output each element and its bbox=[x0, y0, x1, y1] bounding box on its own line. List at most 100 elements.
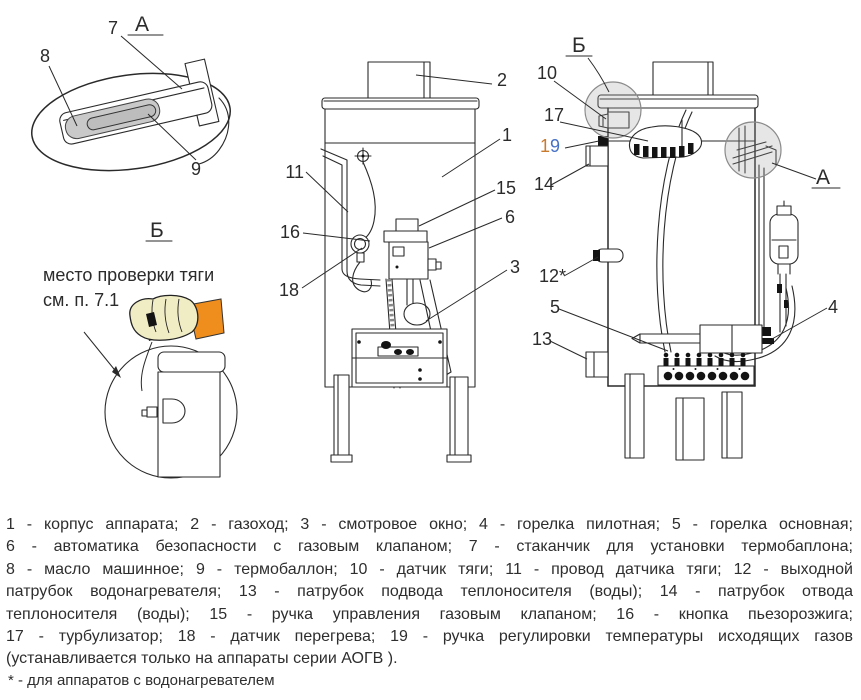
draft-sensor-screw bbox=[354, 147, 372, 165]
leader-zone-b bbox=[587, 57, 610, 93]
zone-circle-a bbox=[724, 121, 782, 179]
gas-valve-assembly bbox=[383, 218, 442, 280]
callout-5: 5 bbox=[550, 297, 560, 317]
draft-hole-nub bbox=[146, 406, 158, 418]
leader-14 bbox=[550, 163, 590, 186]
viewing-window bbox=[403, 302, 431, 326]
valve-dot bbox=[395, 265, 399, 269]
callout-19: 19 bbox=[540, 136, 560, 156]
turbulator bbox=[628, 119, 703, 159]
leader-zone-a bbox=[771, 162, 817, 180]
leader-4 bbox=[771, 307, 828, 340]
leader-16 bbox=[302, 232, 371, 242]
valve-detail bbox=[392, 246, 405, 257]
detail-b-title: Б bbox=[150, 219, 164, 242]
callout-18: 18 bbox=[279, 280, 299, 300]
side-legs bbox=[624, 373, 743, 461]
callout-4: 4 bbox=[828, 297, 838, 317]
leader-18 bbox=[301, 247, 363, 289]
detail-a-title: А bbox=[135, 13, 149, 36]
leader-19 bbox=[564, 140, 600, 149]
arrow-head-icon bbox=[112, 366, 121, 378]
draft-sensor bbox=[598, 111, 630, 129]
zone-b-title: Б bbox=[572, 34, 586, 57]
pilot-burner-base bbox=[760, 338, 774, 344]
callout-12: 12* bbox=[539, 266, 566, 286]
top-cap bbox=[321, 97, 480, 110]
legend-line: (устанавливается только на аппараты сери… bbox=[6, 650, 398, 668]
burner-ports bbox=[663, 368, 750, 381]
outlet-pipe-14 bbox=[585, 145, 609, 167]
pilot-burner-assembly bbox=[714, 200, 799, 363]
legend-line: патрубок водонагревателя; 13 - патрубок … bbox=[6, 583, 853, 601]
main-burner bbox=[657, 352, 755, 386]
bottom-panel bbox=[351, 328, 448, 388]
leader-9 bbox=[147, 113, 197, 161]
wire-bracket-inner bbox=[322, 155, 381, 281]
thermoballoon bbox=[86, 104, 157, 131]
legend-line: 8 - масло машинное; 9 - термобаллон; 10 … bbox=[6, 560, 853, 578]
callout-10: 10 bbox=[537, 63, 557, 83]
thermo-cup-assembly bbox=[59, 58, 220, 145]
leader-7 bbox=[120, 35, 183, 90]
burner-bracket-box bbox=[699, 324, 763, 354]
glove bbox=[129, 294, 199, 341]
callout-9: 9 bbox=[191, 159, 201, 179]
apparatus-top-band bbox=[157, 351, 226, 373]
callout-19-digit2: 9 bbox=[550, 136, 560, 156]
callout-16: 16 bbox=[280, 222, 300, 242]
wire-bracket-outer bbox=[320, 148, 381, 287]
arrow-line bbox=[83, 331, 119, 375]
match-wire bbox=[140, 341, 153, 392]
legend-line: 6 - автоматика безопасности с газовым кл… bbox=[6, 538, 853, 556]
front-view: 2 1 15 6 3 11 16 18 bbox=[279, 61, 520, 463]
valve-side-tip bbox=[435, 261, 442, 270]
zone-a-interior bbox=[732, 125, 777, 174]
side-view: Б А 10 17 19 14 12* 5 13 4 bbox=[532, 34, 841, 461]
legend-line: 1 - корпус аппарата; 2 - газоход; 3 - см… bbox=[6, 516, 853, 533]
callout-7: 7 bbox=[108, 18, 118, 38]
pipe-12-flange bbox=[593, 250, 600, 261]
pilot-gas-tube-outer bbox=[714, 285, 796, 363]
sensor-wire-loop bbox=[352, 261, 372, 293]
legend-line: 17 - турбулизатор; 18 - датчик перегрева… bbox=[6, 628, 853, 646]
flue-duct bbox=[367, 61, 431, 99]
inlet-pipe-13 bbox=[585, 351, 609, 378]
callout-8: 8 bbox=[40, 46, 50, 66]
callout-1: 1 bbox=[502, 125, 512, 145]
leader-12 bbox=[563, 256, 599, 277]
finger-line bbox=[164, 298, 170, 334]
leader-5 bbox=[558, 308, 669, 352]
footnote: * - для аппаратов с водонагревателем bbox=[8, 672, 275, 689]
detail-b-view: Б место проверки тяги см. п. 7.1 bbox=[43, 219, 238, 479]
apparatus-corner-face bbox=[157, 371, 221, 478]
flue-duct-side bbox=[652, 61, 714, 96]
callout-11: 11 bbox=[285, 162, 304, 182]
detail-a-body-curve bbox=[198, 97, 230, 165]
leader-13 bbox=[549, 340, 588, 360]
callout-6: 6 bbox=[505, 207, 515, 227]
callout-3: 3 bbox=[510, 257, 520, 277]
legend-line: теплоносителя (воды); 15 - ручка управле… bbox=[6, 605, 853, 623]
callout-14: 14 bbox=[534, 174, 554, 194]
pilot-burner-head bbox=[762, 327, 771, 336]
draft-check-note-line1: место проверки тяги bbox=[43, 265, 214, 285]
leader-15 bbox=[418, 189, 496, 227]
control-knob bbox=[395, 218, 419, 232]
leader-17 bbox=[559, 121, 649, 142]
callout-13: 13 bbox=[532, 329, 552, 349]
leader-8 bbox=[48, 65, 78, 127]
valve-top-plate bbox=[383, 230, 428, 243]
burner-jets bbox=[663, 352, 746, 366]
leader-10 bbox=[553, 80, 607, 120]
leader-3 bbox=[425, 269, 508, 322]
leader-6 bbox=[428, 217, 503, 249]
callout-2: 2 bbox=[497, 70, 507, 90]
finger-line bbox=[177, 298, 183, 333]
outlet-pipe-12 bbox=[595, 248, 624, 263]
callout-19-digit1: 1 bbox=[540, 136, 550, 156]
front-legs bbox=[330, 374, 472, 463]
draft-hole-nub-tip bbox=[141, 409, 148, 417]
detail-a-view: А 7 8 9 bbox=[31, 13, 231, 179]
